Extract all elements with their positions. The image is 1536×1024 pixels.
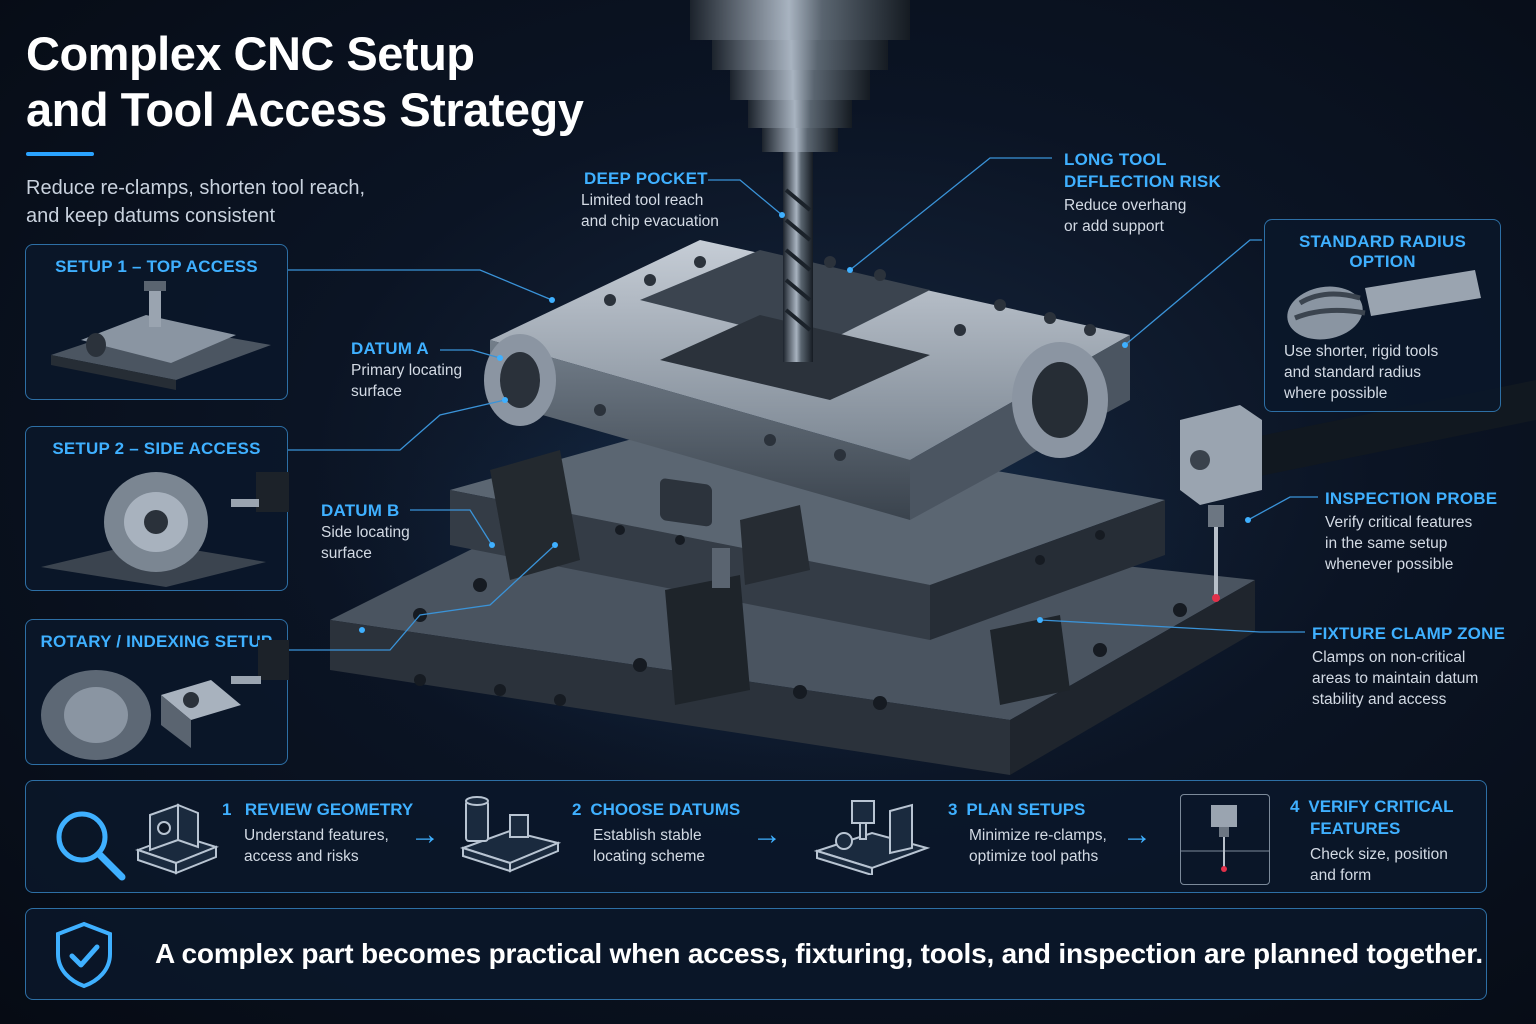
step-number: 4 — [1290, 797, 1300, 816]
subtitle-line-2: and keep datums consistent — [26, 205, 276, 227]
step-title: CHOOSE DATUMS — [590, 800, 741, 819]
setup-panel-rotary-indexing: ROTARY / INDEXING SETUP — [25, 619, 289, 765]
step-title: REVIEW GEOMETRY — [244, 800, 414, 819]
standard-radius-panel: STANDARD RADIUS OPTION Use shorter, rigi… — [1264, 219, 1501, 412]
step-text: locating scheme — [593, 848, 706, 865]
callout-text: Limited tool reach — [581, 192, 704, 209]
step-number: 2 — [572, 800, 582, 819]
footer-bar — [25, 908, 1487, 1000]
step-text: optimize tool paths — [969, 848, 1099, 865]
callout-text: surface — [351, 383, 402, 400]
callout-text: in the same setup — [1325, 535, 1448, 552]
probe-verify-frame — [1180, 794, 1270, 885]
callout-fixture-clamp-zone: FIXTURE CLAMP ZONE Clamps on non-critica… — [1312, 623, 1505, 710]
page-title: Complex CNC Setup and Tool Access Strate… — [26, 26, 626, 138]
top-access-thumbnail — [51, 281, 271, 390]
callout-datum-a: DATUM A Primary locating surface — [351, 338, 462, 402]
shield-check-icon — [56, 921, 112, 989]
step-text: access and risks — [244, 848, 359, 865]
callout-title: DATUM A — [351, 339, 429, 358]
step-text: and form — [1310, 867, 1372, 884]
probe-icon — [1181, 805, 1269, 872]
callout-title: INSPECTION PROBE — [1325, 489, 1498, 508]
setup-panel-title: SETUP 2 – SIDE ACCESS — [52, 439, 261, 458]
callout-title: FIXTURE CLAMP ZONE — [1312, 624, 1506, 643]
step-number: 3 — [948, 800, 958, 819]
step-title: PLAN SETUPS — [966, 800, 1086, 819]
panel-text: Use shorter, rigid tools — [1284, 343, 1439, 360]
title-underline — [26, 152, 94, 156]
rotary-setup-thumbnail — [41, 640, 289, 760]
subtitle-line-1: Reduce re-clamps, shorten tool reach, — [26, 177, 366, 199]
side-access-thumbnail — [41, 472, 289, 587]
panel-title: STANDARD RADIUS OPTION — [1298, 232, 1466, 271]
page-subtitle: Reduce re-clamps, shorten tool reach, an… — [26, 174, 446, 230]
callout-text: areas to maintain datum — [1312, 670, 1479, 687]
setup-panel-side-access: SETUP 2 – SIDE ACCESS — [25, 426, 289, 591]
callout-text: or add support — [1064, 218, 1164, 235]
arrow-right-icon: → — [1122, 818, 1152, 851]
callout-deep-pocket: DEEP POCKET Limited tool reach and chip … — [581, 168, 719, 232]
title-line-1: Complex CNC Setup — [26, 27, 475, 80]
setup-panel-title: SETUP 1 – TOP ACCESS — [55, 257, 258, 276]
step-2: 2 CHOOSE DATUMS Establish stable locatin… — [572, 799, 740, 867]
callout-text: Verify critical features — [1325, 514, 1473, 531]
ball-end-mill-icon — [1287, 270, 1481, 340]
callout-text: surface — [321, 545, 372, 562]
title-line-2: and Tool Access Strategy — [26, 83, 584, 136]
bracket-part-icon — [135, 803, 219, 875]
step-4: 4 VERIFY CRITICAL FEATURES Check size, p… — [1290, 796, 1454, 886]
callout-text: whenever possible — [1325, 556, 1454, 573]
setup-fixture-icon — [813, 800, 931, 875]
callout-inspection-probe: INSPECTION PROBE Verify critical feature… — [1325, 488, 1497, 575]
step-text: Check size, position — [1310, 846, 1448, 863]
callout-text: Clamps on non-critical — [1312, 649, 1466, 666]
callout-text: and chip evacuation — [581, 213, 719, 230]
magnifier-icon — [56, 811, 126, 881]
spindle-and-tool — [690, 0, 910, 362]
footer-statement: A complex part becomes practical when ac… — [155, 938, 1483, 969]
callout-long-tool-deflection: LONG TOOL DEFLECTION RISK Reduce overhan… — [1064, 149, 1221, 237]
callout-text: Reduce overhang — [1064, 197, 1187, 214]
arrow-right-icon: → — [410, 818, 440, 851]
step-title: VERIFY CRITICAL — [1308, 797, 1454, 816]
step-text: Establish stable — [593, 827, 702, 844]
step-title-line-2: FEATURES — [1310, 819, 1401, 838]
setup-panel-title: ROTARY / INDEXING SETUP — [40, 632, 273, 651]
step-number: 1 — [222, 800, 232, 819]
callout-title: DATUM B — [321, 501, 400, 520]
datum-blocks-icon — [459, 796, 562, 873]
callout-title: DEEP POCKET — [584, 169, 708, 188]
callout-datum-b: DATUM B Side locating surface — [321, 500, 410, 564]
arrow-right-icon: → — [752, 818, 782, 851]
callout-title: LONG TOOL — [1064, 150, 1167, 169]
step-1: 1 REVIEW GEOMETRY Understand features, a… — [222, 799, 413, 867]
callout-text: Side locating — [321, 524, 410, 541]
panel-text: and standard radius — [1284, 364, 1422, 381]
callout-text: Primary locating — [351, 362, 463, 379]
step-text: Minimize re-clamps, — [969, 827, 1107, 844]
process-steps-bar — [25, 780, 1487, 893]
panel-text: where possible — [1284, 385, 1388, 402]
step-text: Understand features, — [244, 827, 389, 844]
setup-panel-top-access: SETUP 1 – TOP ACCESS — [25, 244, 288, 400]
callout-title: DEFLECTION RISK — [1064, 172, 1221, 191]
callout-text: stability and access — [1312, 691, 1447, 708]
step-3: 3 PLAN SETUPS Minimize re-clamps, optimi… — [948, 799, 1107, 867]
